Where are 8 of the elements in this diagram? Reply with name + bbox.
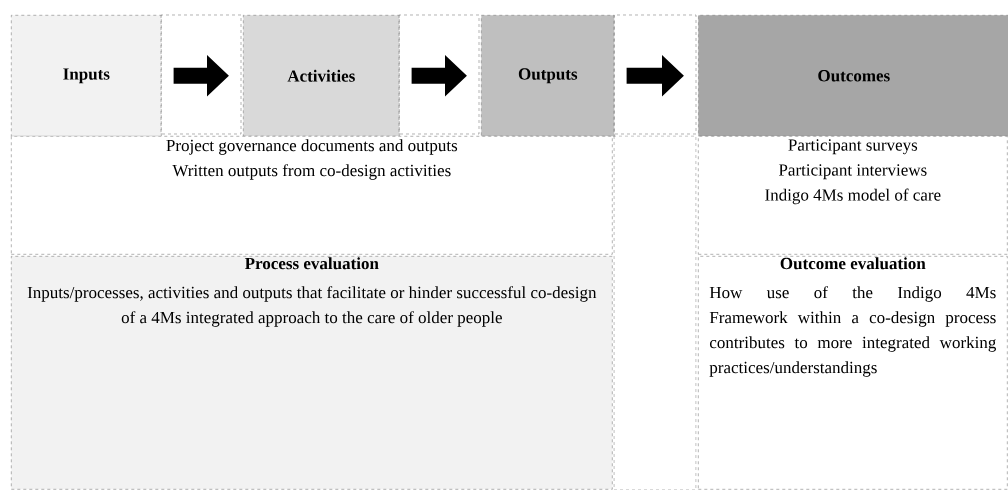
evaluation-cell: Process evaluation Inputs/processes, activities and outputs that facilitate or hinder successful co-design of a 4Ms integrated approach to the care of older people: [11, 256, 613, 490]
evaluation-cell: Outcome evaluation How use of the Indigo 4Ms Framework within a co-design process contributes to more integrated working practices/understandings: [698, 256, 1008, 490]
stage-box: Outcomes: [698, 15, 1008, 137]
stage-box: Activities: [243, 15, 400, 137]
evidence-cell: Project governance documents and outputs Written outputs from co-design activities: [11, 136, 613, 255]
evidence-cell: Participant surveys Participant interviews Indigo 4Ms model of care: [698, 136, 1008, 255]
stage-box: Outputs: [481, 15, 615, 137]
stage-box: Inputs: [11, 15, 162, 137]
